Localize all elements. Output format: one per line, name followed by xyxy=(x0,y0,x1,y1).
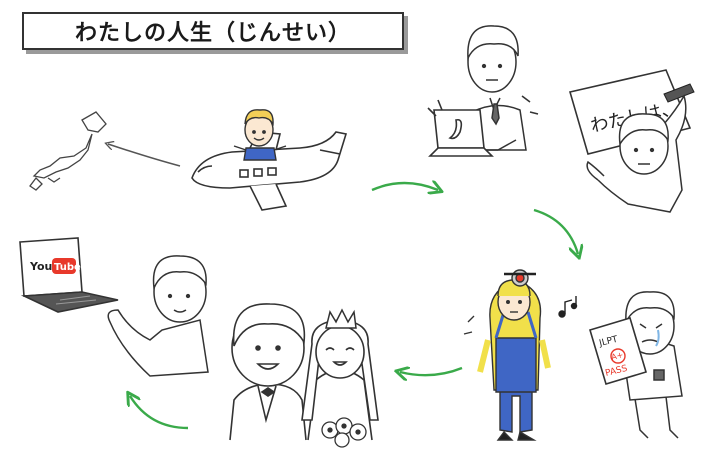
marker-icon xyxy=(663,83,695,103)
arrow-flight-to-work xyxy=(371,183,438,190)
youtube-you: You xyxy=(29,260,52,273)
flight-arrow xyxy=(108,144,181,167)
crown-icon xyxy=(325,308,357,329)
bride-person xyxy=(301,319,379,441)
title-box: わたしの人生（じんせい） xyxy=(22,12,404,50)
grade-stamp xyxy=(610,348,626,364)
bouquet-icon xyxy=(321,417,367,448)
laptop-icon xyxy=(19,237,119,313)
airplane-icon xyxy=(191,131,348,211)
minion-person xyxy=(463,269,551,441)
japan-map-icon xyxy=(29,111,107,191)
youtube-logo-icon: You Tube xyxy=(29,258,81,274)
laptop-icon xyxy=(427,95,539,157)
youtuber-man xyxy=(107,255,209,377)
arrow-sign-to-jlpt xyxy=(533,208,578,254)
certificate-grade: A+ xyxy=(610,350,624,362)
youtube-tube: Tube xyxy=(54,262,81,273)
arrow-minion-to-wedding xyxy=(400,368,463,375)
certificate-title: JLPT xyxy=(597,335,619,350)
music-note-icon xyxy=(558,296,578,318)
certificate-icon: JLPT A+ PASS xyxy=(589,317,647,385)
page-title: わたしの人生（じんせい） xyxy=(74,21,351,46)
groom-person xyxy=(229,303,307,441)
traveler-person xyxy=(233,109,287,161)
studying-man xyxy=(586,94,687,213)
arrow-wedding-to-youtube xyxy=(130,396,189,430)
